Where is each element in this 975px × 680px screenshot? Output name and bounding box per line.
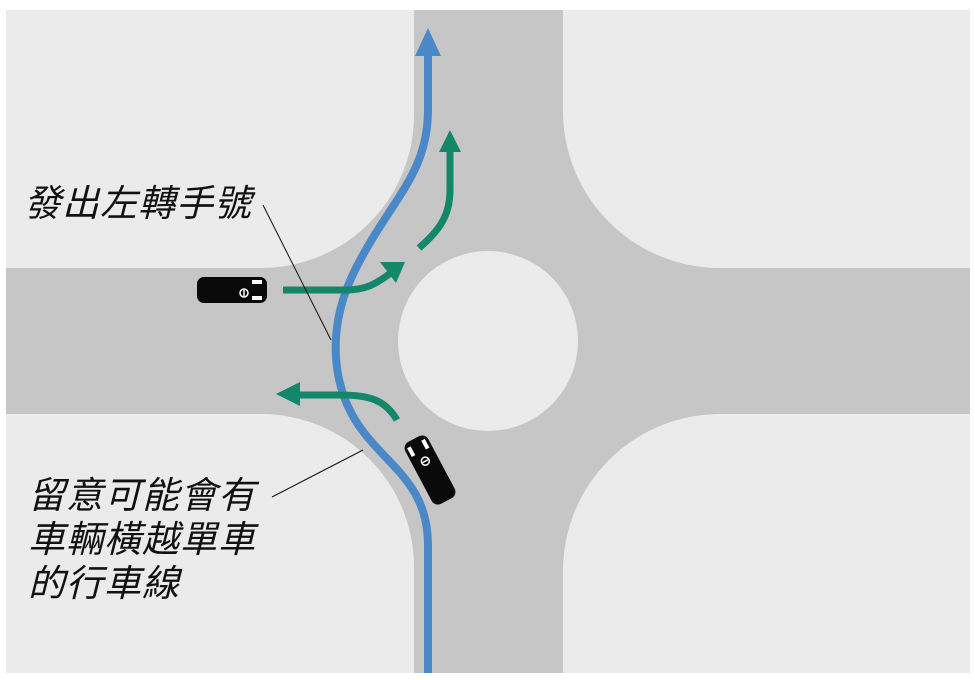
corner-top-left bbox=[6, 10, 414, 268]
cyclist-arrowhead-icon bbox=[415, 28, 441, 56]
corner-bottom-left bbox=[6, 414, 414, 673]
leader-line-signal bbox=[262, 204, 332, 341]
vehicle-path-entering bbox=[283, 269, 395, 294]
cyclist-path bbox=[331, 50, 432, 673]
vehicle-path-exiting-north bbox=[416, 150, 454, 251]
vehicle-arrowhead-icon bbox=[380, 262, 405, 283]
corner-bottom-right bbox=[563, 414, 970, 673]
leader-line-caution bbox=[271, 449, 364, 498]
vehicle-arrowhead-icon bbox=[439, 130, 461, 152]
roundabout-island bbox=[398, 251, 578, 431]
label-left-turn-signal: 發出左轉手號 bbox=[24, 182, 252, 225]
vehicle-arrowhead-icon bbox=[276, 382, 300, 406]
corner-top-right bbox=[563, 10, 970, 268]
label-caution-line-1: 留意可能會有 bbox=[28, 474, 256, 517]
car-in-roundabout bbox=[404, 435, 456, 505]
label-caution-line-3: 的行車線 bbox=[28, 562, 180, 605]
label-caution-line-2: 車輛橫越單車 bbox=[28, 518, 256, 561]
vehicle-path-exiting-west bbox=[298, 391, 401, 422]
car-west-approach bbox=[197, 277, 267, 303]
